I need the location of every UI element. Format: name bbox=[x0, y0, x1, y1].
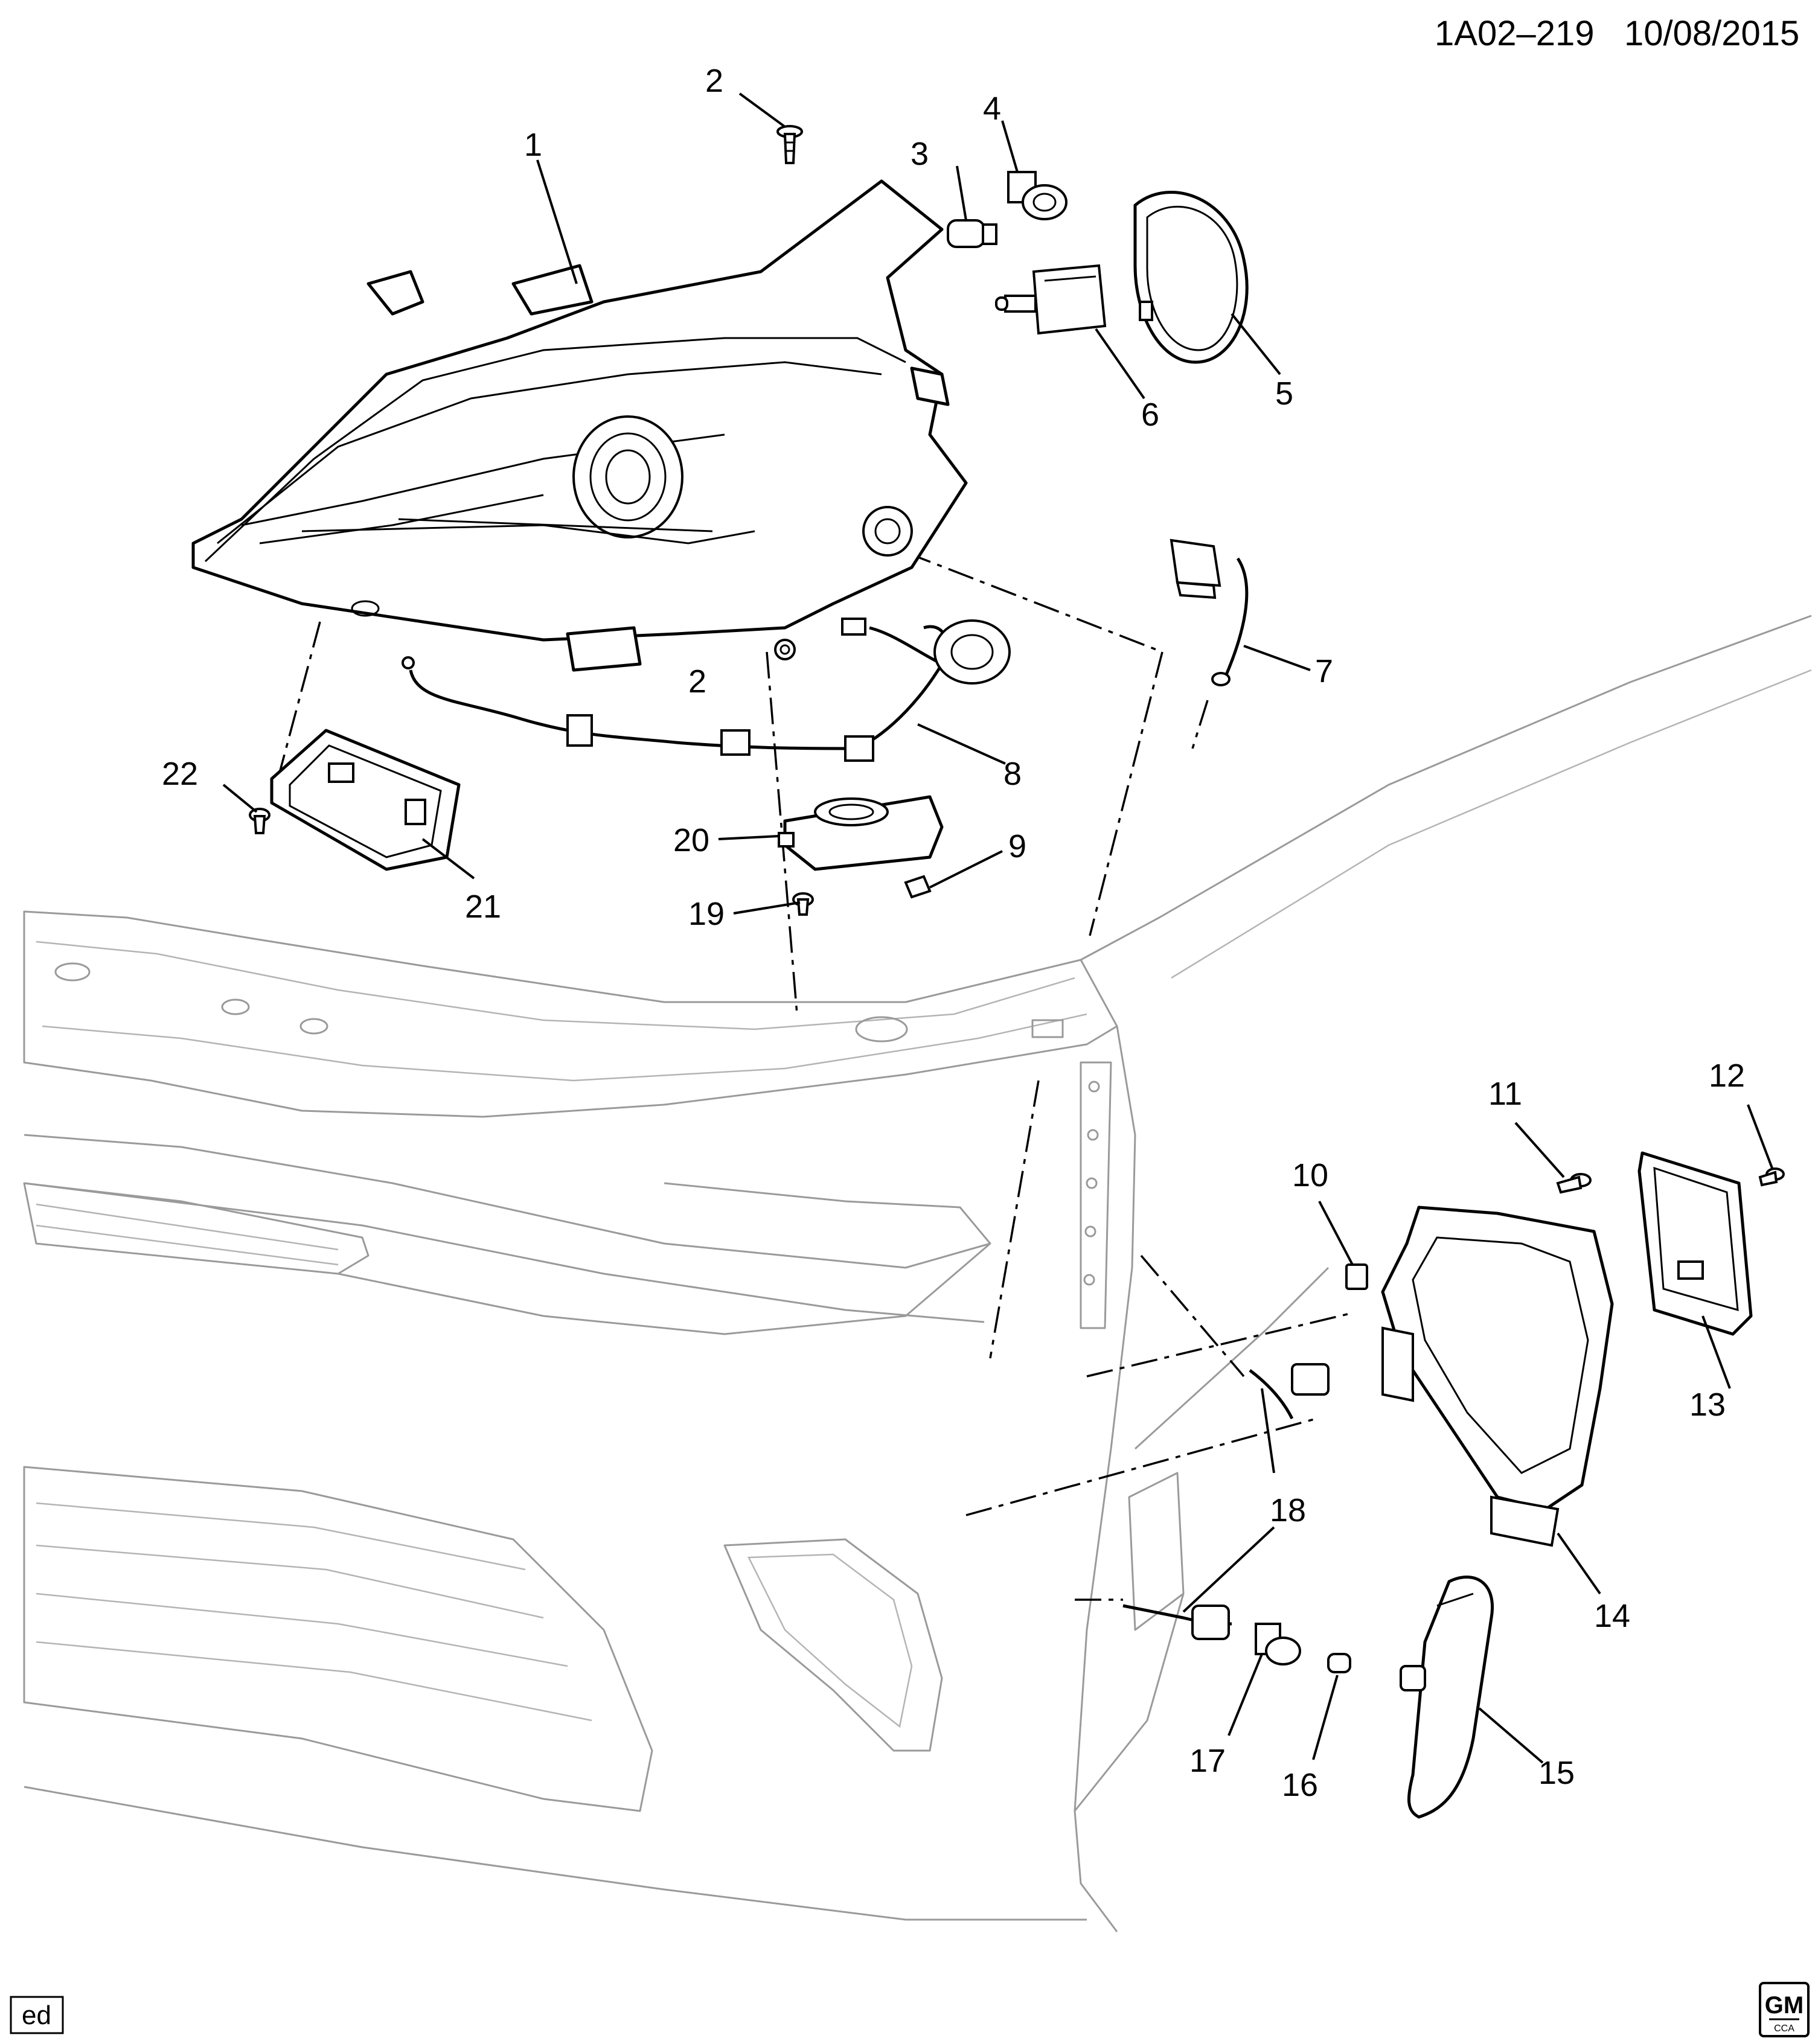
callout-7: 7 bbox=[1315, 653, 1333, 689]
callout-2-screw: 2 bbox=[705, 63, 723, 99]
nut-lower bbox=[774, 639, 796, 660]
side-marker-bulb bbox=[1327, 1653, 1351, 1673]
lamp-control-module-left bbox=[270, 729, 461, 871]
callout-19: 19 bbox=[688, 896, 725, 932]
callout-8: 8 bbox=[1003, 756, 1022, 792]
callout-leaders bbox=[222, 92, 1773, 1764]
callout-10: 10 bbox=[1292, 1157, 1328, 1193]
callout-labels: 1 2 2 3 4 5 6 7 8 9 10 11 12 13 14 15 16… bbox=[162, 63, 1745, 1803]
clip bbox=[904, 875, 932, 899]
callout-15: 15 bbox=[1538, 1755, 1575, 1791]
screw-module-left bbox=[249, 808, 270, 834]
lamp-control-module-center bbox=[778, 795, 944, 871]
screw-upper bbox=[776, 125, 803, 164]
gm-logo: GM CCA bbox=[1759, 1982, 1810, 2037]
side-marker-socket bbox=[1255, 1623, 1301, 1666]
fog-lamp-harness bbox=[1122, 1363, 1330, 1640]
callout-13: 13 bbox=[1689, 1387, 1726, 1423]
gm-logo-subtext: CCA bbox=[1774, 2023, 1794, 2034]
lamp-control-module-right bbox=[1637, 1151, 1753, 1336]
callout-4: 4 bbox=[983, 91, 1001, 127]
bolt-fog-bracket bbox=[1556, 1173, 1592, 1194]
callout-22: 22 bbox=[162, 756, 198, 792]
hid-bulb bbox=[995, 264, 1107, 335]
bolt-module bbox=[1758, 1167, 1785, 1187]
callout-1: 1 bbox=[524, 127, 542, 163]
bulb-small bbox=[947, 219, 997, 248]
callout-3: 3 bbox=[911, 136, 929, 172]
callout-9: 9 bbox=[1008, 828, 1026, 864]
callout-6: 6 bbox=[1141, 397, 1159, 433]
nut-fog-lamp bbox=[1345, 1263, 1368, 1290]
bulb-socket bbox=[1007, 171, 1067, 220]
callout-21: 21 bbox=[465, 889, 501, 925]
gm-logo-text: GM bbox=[1765, 1992, 1804, 2019]
callout-17: 17 bbox=[1189, 1743, 1226, 1779]
callout-12: 12 bbox=[1709, 1058, 1745, 1094]
corner-tag-box: ed bbox=[10, 1996, 64, 2034]
callout-20: 20 bbox=[673, 822, 709, 858]
callout-5: 5 bbox=[1275, 375, 1293, 412]
wiring-harness bbox=[402, 618, 1011, 762]
callout-16: 16 bbox=[1282, 1767, 1318, 1803]
diagram-date: 10/08/2015 bbox=[1624, 14, 1799, 53]
wiring-pigtail-connector bbox=[1170, 538, 1249, 686]
vehicle-front-fascia bbox=[23, 615, 1812, 1932]
diagram-reference-number: 1A02–219 bbox=[1435, 14, 1594, 53]
callout-14: 14 bbox=[1594, 1598, 1630, 1634]
assembly-guide-lines bbox=[274, 551, 1353, 1601]
callout-18: 18 bbox=[1270, 1492, 1306, 1528]
corner-tag-text: ed bbox=[22, 2001, 51, 2030]
side-marker-lamp bbox=[1400, 1576, 1494, 1819]
callout-11: 11 bbox=[1488, 1076, 1522, 1112]
headlamp-bulb-cover-ring bbox=[1133, 190, 1249, 364]
fog-lamp-assembly bbox=[1381, 1206, 1614, 1547]
callout-2-nut: 2 bbox=[688, 663, 706, 700]
headlamp-assembly bbox=[191, 179, 968, 672]
